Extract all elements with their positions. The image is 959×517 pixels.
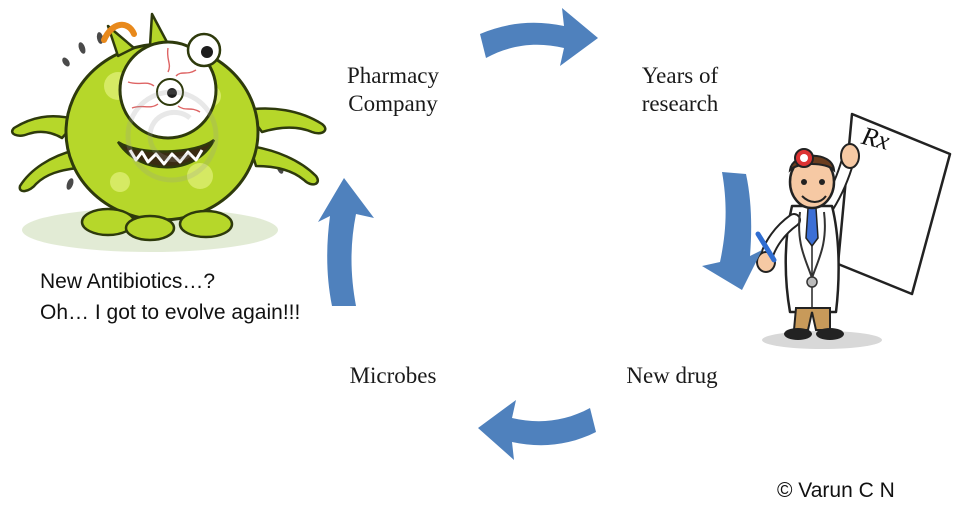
node-new-drug: New drug [626, 363, 718, 388]
node-research-line1: Years of [641, 63, 719, 88]
node-research-line2: research [641, 91, 719, 116]
arrow-microbes-to-pharmacy [318, 178, 374, 306]
microbe-quote: New Antibiotics…? Oh… I got to evolve ag… [40, 266, 300, 328]
arrow-pharmacy-to-research [480, 8, 598, 66]
arrow-research-to-newdrug [702, 172, 762, 290]
microbe-cartoon [11, 12, 327, 252]
node-pharmacy-line1: Pharmacy [347, 63, 439, 88]
node-pharmacy-company: Pharmacy Company [322, 62, 464, 118]
copyright-notice: © Varun C N [777, 479, 895, 502]
arrow-newdrug-to-microbes [478, 400, 596, 460]
microbe-quote-line1: New Antibiotics…? [40, 270, 216, 293]
prescription-paper: Rx [836, 112, 952, 296]
doctor-cartoon: Rx [755, 112, 952, 349]
node-years-of-research: Years of research [610, 62, 750, 118]
node-microbes: Microbes [349, 363, 437, 388]
cycle-arrow-top [480, 8, 598, 66]
microbe-tentacles [11, 107, 327, 193]
microbe-mouth [116, 138, 216, 169]
cycle-arrow-right [702, 172, 762, 290]
cycle-arrow-bottom [478, 400, 596, 460]
microbe-quote-line2: Oh… I got to evolve again!!! [40, 301, 301, 324]
node-pharmacy-line2: Company [348, 91, 438, 116]
cycle-arrow-left [318, 178, 374, 306]
watermark-icon [125, 89, 219, 183]
pen-icon [755, 231, 777, 263]
